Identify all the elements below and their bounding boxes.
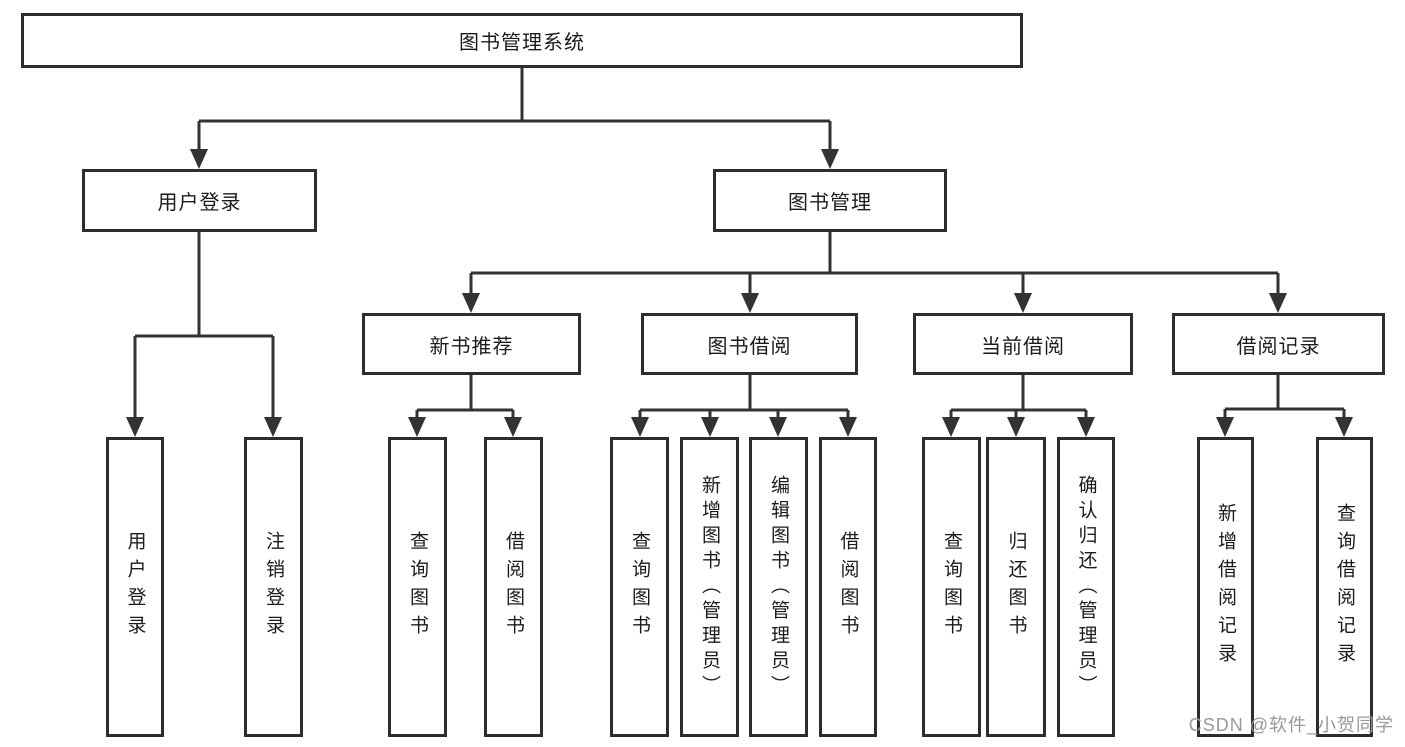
leaf-bb-query-books: 查询图书 [610, 437, 669, 737]
csdn-watermark: CSDN @软件_小贺同学 [1188, 715, 1394, 735]
node-borrowing-records: 借阅记录 [1172, 313, 1385, 375]
node-library-management-system: 图书管理系统 [21, 13, 1023, 68]
leaf-cb-confirm-return-admin: 确认归还（管理员） [1057, 437, 1115, 737]
leaf-br-query-borrow-record: 查询借阅记录 [1316, 437, 1373, 737]
leaf-cb-return-books: 归还图书 [986, 437, 1046, 737]
node-user-login: 用户登录 [82, 169, 317, 232]
leaf-br-add-borrow-record: 新增借阅记录 [1197, 437, 1254, 737]
node-current-borrowing: 当前借阅 [913, 313, 1133, 375]
leaf-nbr-query-books: 查询图书 [388, 437, 447, 737]
leaf-user-login: 用户登录 [106, 437, 164, 737]
node-new-book-recommendation: 新书推荐 [362, 313, 581, 375]
leaf-bb-add-books-admin: 新增图书（管理员） [680, 437, 739, 737]
leaf-bb-edit-books-admin: 编辑图书（管理员） [749, 437, 808, 737]
node-book-borrowing: 图书借阅 [641, 313, 858, 375]
arrowhead-icons [126, 149, 1353, 437]
leaf-nbr-borrow-books: 借阅图书 [484, 437, 543, 737]
leaf-logout: 注销登录 [244, 437, 303, 737]
leaf-cb-query-books: 查询图书 [922, 437, 981, 737]
node-book-management: 图书管理 [713, 169, 947, 232]
leaf-bb-borrow-books: 借阅图书 [819, 437, 877, 737]
